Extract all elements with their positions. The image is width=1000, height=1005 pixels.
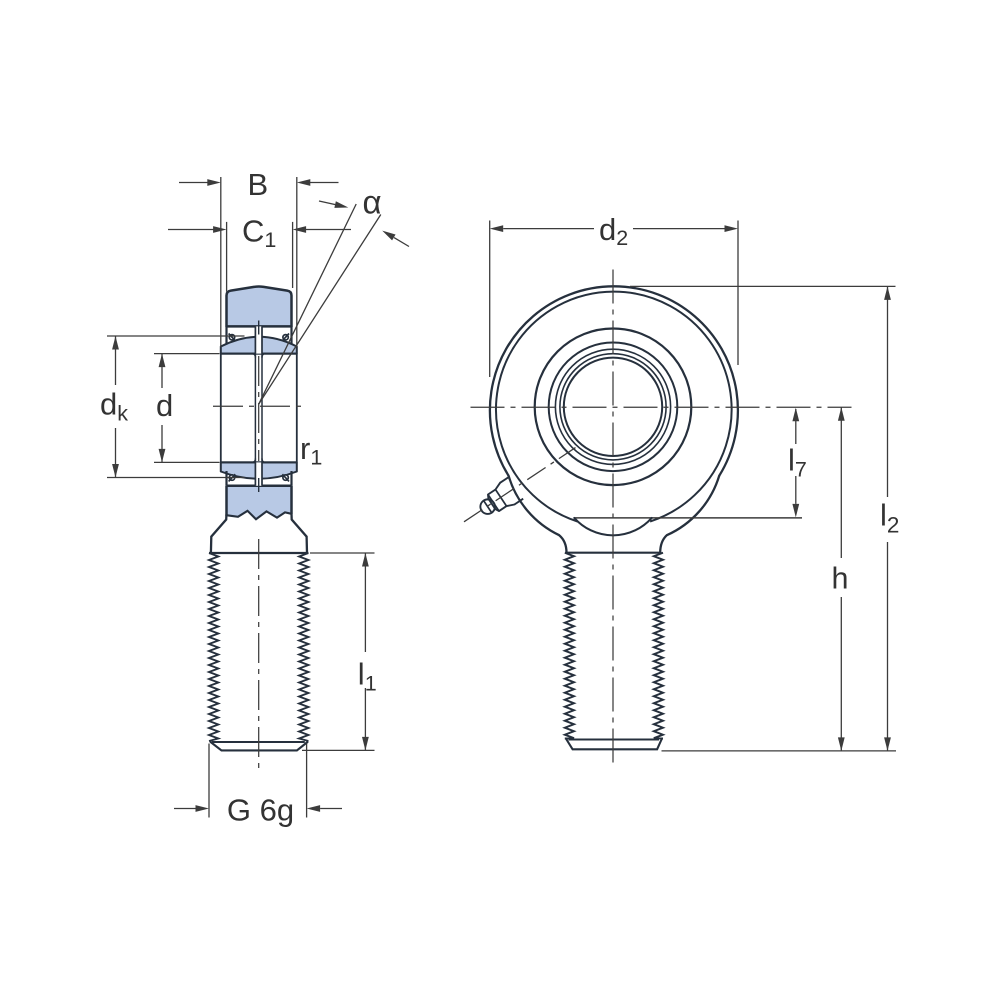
svg-text:G 6g: G 6g [227,793,294,828]
svg-text:α: α [363,184,382,221]
svg-text:d: d [156,388,173,423]
svg-text:B: B [248,167,269,202]
svg-text:h: h [832,562,849,596]
